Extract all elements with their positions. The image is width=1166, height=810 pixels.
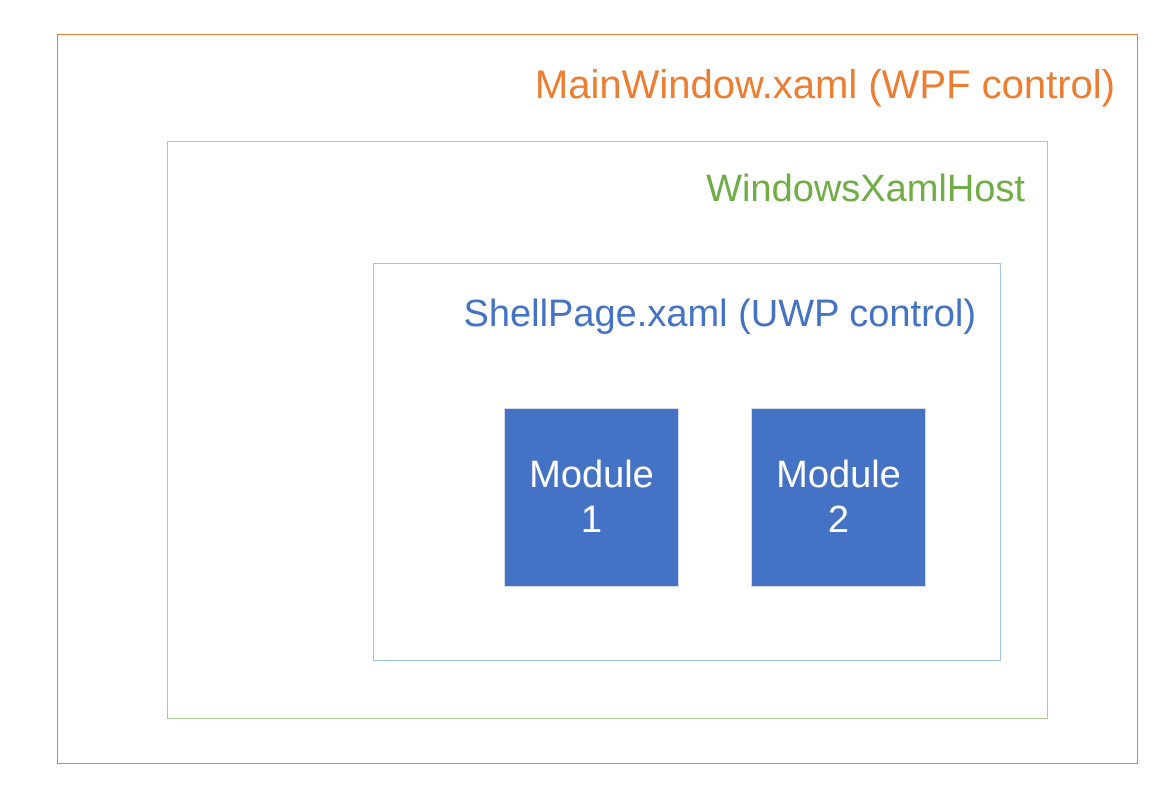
module-1-number: 1 <box>580 498 603 541</box>
layer-mainwindow: MainWindow.xaml (WPF control) WindowsXam… <box>57 34 1138 764</box>
module-block-1[interactable]: Module 1 <box>504 408 679 587</box>
layer-shellpage-label: ShellPage.xaml (UWP control) <box>463 293 976 335</box>
layer-mainwindow-label: MainWindow.xaml (WPF control) <box>534 63 1115 107</box>
module-2-number: 2 <box>827 498 850 541</box>
module-2-name: Module <box>776 453 901 496</box>
module-1-name: Module <box>529 453 654 496</box>
module-block-2[interactable]: Module 2 <box>751 408 926 587</box>
layer-windowsxamlhost: WindowsXamlHost ShellPage.xaml (UWP cont… <box>167 141 1048 719</box>
layer-shellpage: ShellPage.xaml (UWP control) Module 1 Mo… <box>373 263 1001 661</box>
layer-windowsxamlhost-label: WindowsXamlHost <box>706 168 1025 210</box>
